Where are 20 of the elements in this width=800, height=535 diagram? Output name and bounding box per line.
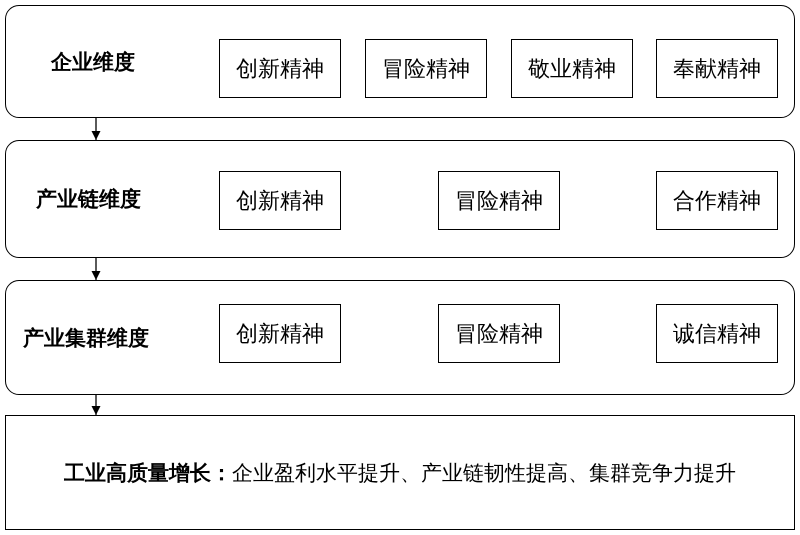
spirit-box: 冒险精神 <box>365 39 487 98</box>
outcome-box: 工业高质量增长：企业盈利水平提升、产业链韧性提高、集群竞争力提升 <box>5 415 795 530</box>
spirit-box: 冒险精神 <box>438 171 560 230</box>
spirit-box: 冒险精神 <box>438 304 560 363</box>
spirit-box: 创新精神 <box>219 39 341 98</box>
spirit-box: 诚信精神 <box>656 304 778 363</box>
dimension-panel <box>5 140 795 258</box>
dimension-heading: 产业集群维度 <box>23 324 149 352</box>
dimension-panel <box>5 5 795 118</box>
spirit-box: 敬业精神 <box>511 39 633 98</box>
dimension-panel <box>5 280 795 395</box>
spirit-box: 奉献精神 <box>656 39 778 98</box>
spirit-box: 合作精神 <box>656 171 778 230</box>
arrow <box>91 395 101 415</box>
dimension-heading: 企业维度 <box>51 48 135 76</box>
arrow <box>91 118 101 140</box>
dimension-heading: 产业链维度 <box>36 186 141 213</box>
arrow <box>91 258 101 280</box>
spirit-box: 创新精神 <box>219 171 341 230</box>
spirit-box: 创新精神 <box>219 304 341 363</box>
